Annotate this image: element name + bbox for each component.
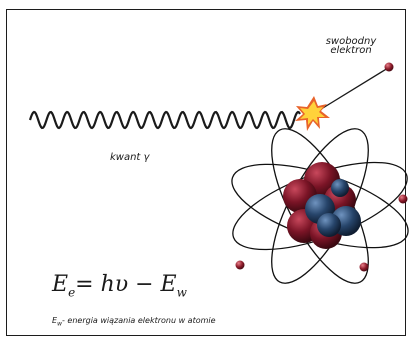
diagram-frame: [6, 9, 406, 336]
legend-symbol: E: [52, 316, 58, 325]
gamma-wave: [28, 110, 301, 130]
impact-flash-icon: [295, 96, 330, 131]
legend-text: - energia wiązania elektronu w atomie: [61, 316, 216, 325]
electron: [235, 260, 245, 270]
free-electron-label-line2: elektron: [330, 45, 372, 56]
formula-lhs-sub: e: [68, 285, 76, 300]
gamma-quantum-label: kwant γ: [110, 152, 150, 163]
electron-trajectory: [317, 67, 389, 112]
formula-rhs: = hυ − E: [75, 272, 177, 297]
nucleus: [283, 162, 361, 249]
formula-lhs: E: [52, 272, 69, 297]
free-electron-label-line1: swobodny: [325, 36, 377, 47]
electron: [398, 194, 408, 204]
binding-energy-legend: Ew- energia wiązania elektronu w atomie: [52, 316, 216, 328]
free-electron: [384, 62, 394, 72]
free-electron-label: swobodny elektron: [306, 36, 396, 56]
legend-sub: w: [57, 320, 62, 328]
energy-formula: Ee= hυ − Ew: [52, 272, 187, 299]
electron: [359, 262, 369, 272]
formula-rhs-sub: w: [176, 285, 187, 300]
